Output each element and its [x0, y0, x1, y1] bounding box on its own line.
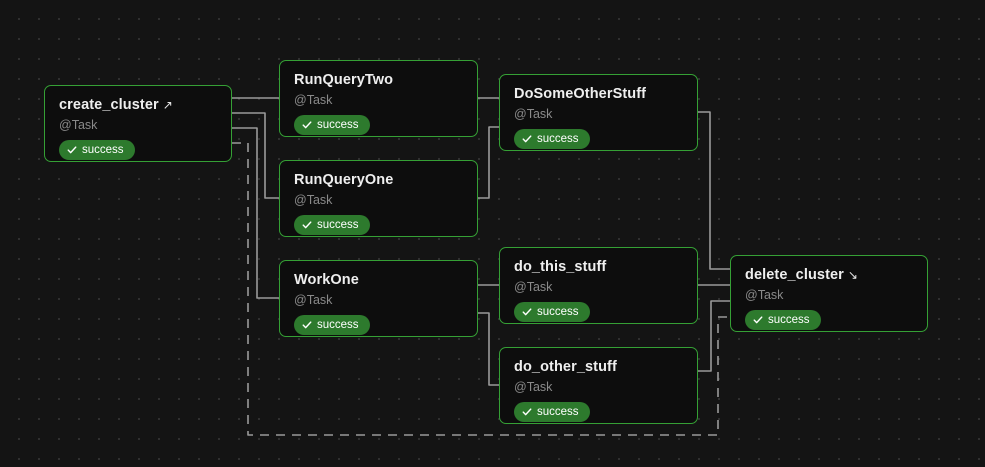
node-do_this_stuff[interactable]: do_this_stuff @Task success	[499, 247, 698, 324]
status-badge-label: success	[317, 219, 359, 231]
node-title-text: WorkOne	[294, 272, 359, 288]
arrow-up-right-icon: ↗	[162, 98, 173, 112]
node-title: do_this_stuff	[514, 258, 683, 276]
node-type-label: @Task	[294, 93, 333, 107]
arrow-down-right-icon: ↘	[847, 268, 859, 282]
node-title-text: DoSomeOtherStuff	[514, 86, 647, 102]
status-badge-label: success	[317, 319, 359, 331]
edge-create_cluster-WorkOne	[232, 127, 279, 299]
node-type-label: @Task	[294, 193, 333, 207]
status-badge: success	[514, 129, 590, 149]
check-icon	[522, 135, 532, 143]
node-RunQueryOne[interactable]: RunQueryOne @Task success	[279, 160, 478, 237]
node-title-text: RunQueryOne	[294, 172, 394, 188]
node-title-text: RunQueryTwo	[294, 72, 394, 88]
node-type-label: @Task	[294, 293, 333, 307]
edge-do_other_stuff-delete_cluster	[698, 300, 730, 372]
node-type-label: @Task	[514, 107, 553, 121]
check-icon	[753, 316, 763, 324]
node-delete_cluster[interactable]: delete_cluster↘ @Task success	[730, 255, 928, 332]
check-icon	[522, 308, 532, 316]
status-badge: success	[294, 115, 370, 135]
status-badge-label: success	[82, 144, 124, 156]
check-icon	[302, 121, 312, 129]
status-badge: success	[294, 215, 370, 235]
node-title-text: create_cluster	[59, 97, 159, 113]
node-title: do_other_stuff	[514, 358, 683, 376]
node-title-text: do_this_stuff	[514, 259, 607, 275]
node-type-label: @Task	[514, 280, 553, 294]
node-title-text: delete_cluster	[745, 267, 844, 283]
node-type-label: @Task	[59, 118, 98, 132]
status-badge-label: success	[317, 119, 359, 131]
status-badge: success	[294, 315, 370, 335]
check-icon	[302, 221, 312, 229]
status-badge: success	[514, 402, 590, 422]
status-badge: success	[514, 302, 590, 322]
status-badge-label: success	[537, 133, 579, 145]
edge-DoSomeOtherStuff-delete_cluster	[698, 111, 730, 270]
check-icon	[67, 146, 77, 154]
node-WorkOne[interactable]: WorkOne @Task success	[279, 260, 478, 337]
node-title: delete_cluster↘	[745, 266, 913, 284]
status-badge: success	[745, 310, 821, 330]
node-title: RunQueryTwo	[294, 71, 463, 89]
status-badge-label: success	[537, 306, 579, 318]
node-title: DoSomeOtherStuff	[514, 85, 683, 103]
edge-create_cluster-RunQueryOne	[232, 112, 279, 199]
node-title-text: do_other_stuff	[514, 359, 617, 375]
check-icon	[302, 321, 312, 329]
node-DoSomeOtherStuff[interactable]: DoSomeOtherStuff @Task success	[499, 74, 698, 151]
node-title: RunQueryOne	[294, 171, 463, 189]
status-badge-label: success	[537, 406, 579, 418]
node-create_cluster[interactable]: create_cluster↗ @Task success	[44, 85, 232, 162]
edge-RunQueryOne-DoSomeOtherStuff	[478, 126, 499, 199]
node-type-label: @Task	[514, 380, 553, 394]
check-icon	[522, 408, 532, 416]
node-type-label: @Task	[745, 288, 784, 302]
status-badge: success	[59, 140, 135, 160]
edge-WorkOne-do_other_stuff	[478, 312, 499, 386]
status-badge-label: success	[768, 314, 810, 326]
node-title: create_cluster↗	[59, 96, 217, 114]
node-RunQueryTwo[interactable]: RunQueryTwo @Task success	[279, 60, 478, 137]
node-do_other_stuff[interactable]: do_other_stuff @Task success	[499, 347, 698, 424]
node-title: WorkOne	[294, 271, 463, 289]
